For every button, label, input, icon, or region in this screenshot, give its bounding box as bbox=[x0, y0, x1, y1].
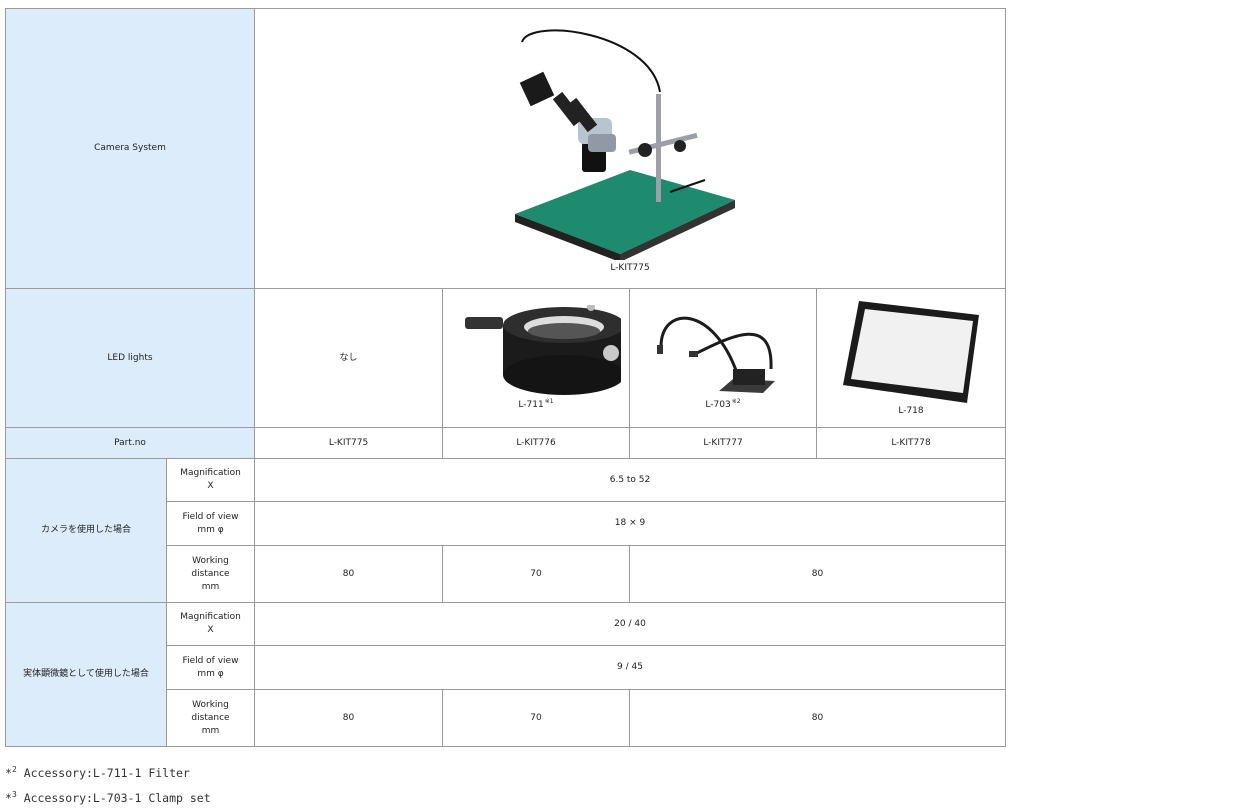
microscope-kit-image bbox=[515, 29, 735, 260]
led-lights-label: LED lights bbox=[5, 288, 255, 428]
led-option-l718: L-718 bbox=[816, 288, 1006, 428]
working-distance-value: 70 bbox=[442, 689, 630, 747]
working-distance-value: 80 bbox=[254, 689, 443, 747]
camera-system-row: Camera System L-KIT775 bbox=[5, 8, 1006, 289]
part-no-value: L-KIT777 bbox=[629, 427, 817, 459]
part-no-value: L-KIT776 bbox=[442, 427, 630, 459]
microscope-use-label: 実体顕微鏡として使用した場合 bbox=[5, 602, 167, 747]
led-row: LED lights なし L-711※1 bbox=[5, 288, 1006, 428]
led-option-none: なし bbox=[254, 288, 443, 428]
working-distance-value: 70 bbox=[442, 545, 630, 603]
spec-table: Camera System L-KIT775 LE bbox=[5, 8, 1006, 747]
footnotes: *2 Accessory:L-711-1 Filter *3 Accessory… bbox=[5, 759, 211, 809]
l718-caption: L-718 bbox=[898, 405, 924, 416]
microscope-fov-value: 9 / 45 bbox=[254, 645, 1006, 690]
footnote: *2 Accessory:L-711-1 Filter bbox=[5, 765, 190, 780]
camera-magnification-value: 6.5 to 52 bbox=[254, 458, 1006, 502]
gooseneck-light-image bbox=[657, 316, 775, 393]
camera-system-cell: L-KIT775 bbox=[254, 8, 1006, 289]
l703-caption: L-703※2 bbox=[705, 397, 741, 410]
part-no-label: Part.no bbox=[5, 427, 255, 459]
working-distance-value: 80 bbox=[629, 545, 1006, 603]
led-option-l703: L-703※2 bbox=[629, 288, 817, 428]
microscope-magnification-value: 20 / 40 bbox=[254, 602, 1006, 646]
l711-caption: L-711※1 bbox=[518, 397, 554, 410]
camera-system-caption: L-KIT775 bbox=[610, 263, 650, 273]
ring-light-image bbox=[465, 304, 621, 395]
part-no-value: L-KIT778 bbox=[816, 427, 1006, 459]
camera-fov-value: 18 × 9 bbox=[254, 501, 1006, 546]
camera-use-label: カメラを使用した場合 bbox=[5, 458, 167, 603]
footnote: *3 Accessory:L-703-1 Clamp set bbox=[5, 789, 211, 805]
part-no-row: Part.no L-KIT775 L-KIT776 L-KIT777 L-KIT… bbox=[5, 427, 1006, 459]
led-option-l711: L-711※1 bbox=[442, 288, 630, 428]
working-distance-value: 80 bbox=[254, 545, 443, 603]
working-distance-value: 80 bbox=[629, 689, 1006, 747]
light-panel-image bbox=[843, 300, 979, 403]
part-no-value: L-KIT775 bbox=[254, 427, 443, 459]
camera-system-label: Camera System bbox=[5, 8, 255, 289]
